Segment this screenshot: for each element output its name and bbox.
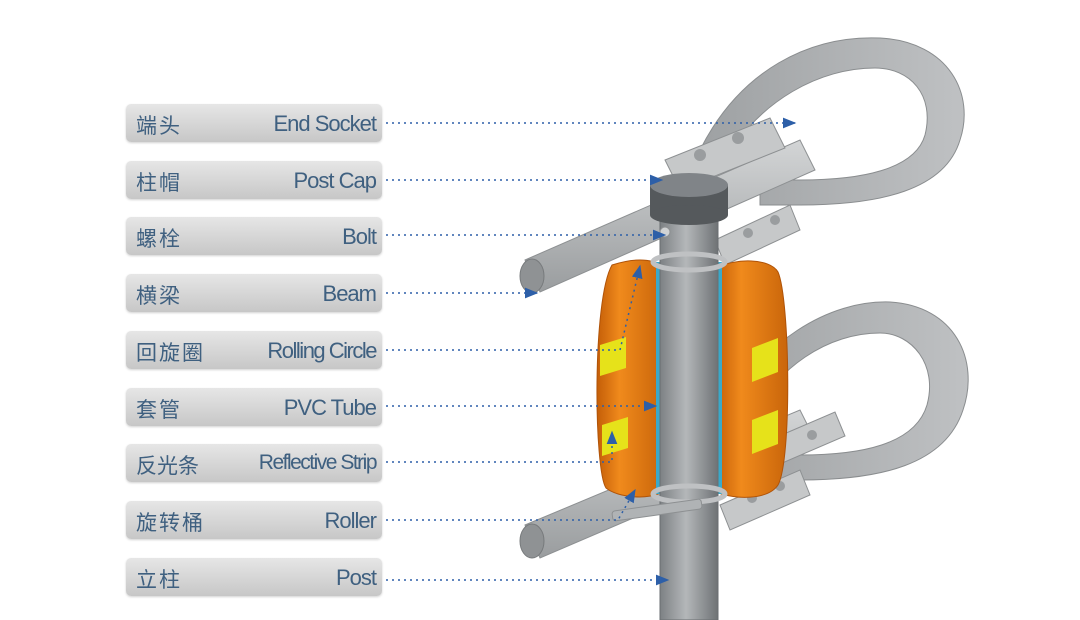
- roller-left: [596, 259, 663, 498]
- label-en: Roller: [324, 508, 377, 533]
- label-cn: 端头: [136, 114, 182, 138]
- roller-right: [715, 260, 789, 498]
- label-en: Post: [335, 565, 377, 590]
- label-roller: 旋转桶 Roller: [126, 501, 382, 539]
- label-cn: 旋转桶: [136, 511, 205, 535]
- label-cn: 柱帽: [136, 171, 182, 195]
- upper-clamp: [664, 117, 801, 266]
- label-en: Beam: [322, 281, 377, 306]
- label-cn: 套管: [136, 398, 182, 422]
- label-en: Reflective Strip: [258, 451, 378, 474]
- leader-rolling-circle: [386, 264, 643, 351]
- lower-clamp: [719, 411, 846, 531]
- label-beam: 横梁 Beam: [126, 274, 382, 312]
- label-cn: 反光条: [136, 454, 199, 478]
- label-cn: 回旋圈: [136, 341, 205, 365]
- label-cn: 横梁: [136, 284, 182, 308]
- label-pvc-tube: 套管 PVC Tube: [126, 388, 382, 426]
- label-en: Bolt: [342, 224, 377, 249]
- label-reflective-strip: 反光条 Reflective Strip: [126, 444, 382, 482]
- post: [659, 194, 719, 620]
- label-en: Rolling Circle: [267, 338, 377, 363]
- label-en: PVC Tube: [283, 395, 377, 420]
- label-end-socket: 端头 End Socket: [126, 104, 382, 142]
- label-en: End Socket: [273, 111, 377, 136]
- post-cap: [650, 173, 728, 225]
- label-bolt: 螺栓 Bolt: [126, 217, 382, 255]
- label-post-cap: 柱帽 Post Cap: [126, 161, 382, 199]
- label-rolling-circle: 回旋圈 Rolling Circle: [126, 331, 382, 369]
- label-post: 立柱 Post: [126, 558, 382, 596]
- label-en: Post Cap: [293, 168, 377, 193]
- pvc-tube: [656, 262, 722, 494]
- label-cn: 螺栓: [136, 227, 182, 251]
- upper-end-socket: [699, 37, 965, 206]
- leader-lines: [386, 117, 797, 586]
- leader-reflective-strip: [386, 430, 618, 463]
- label-cn: 立柱: [136, 568, 182, 592]
